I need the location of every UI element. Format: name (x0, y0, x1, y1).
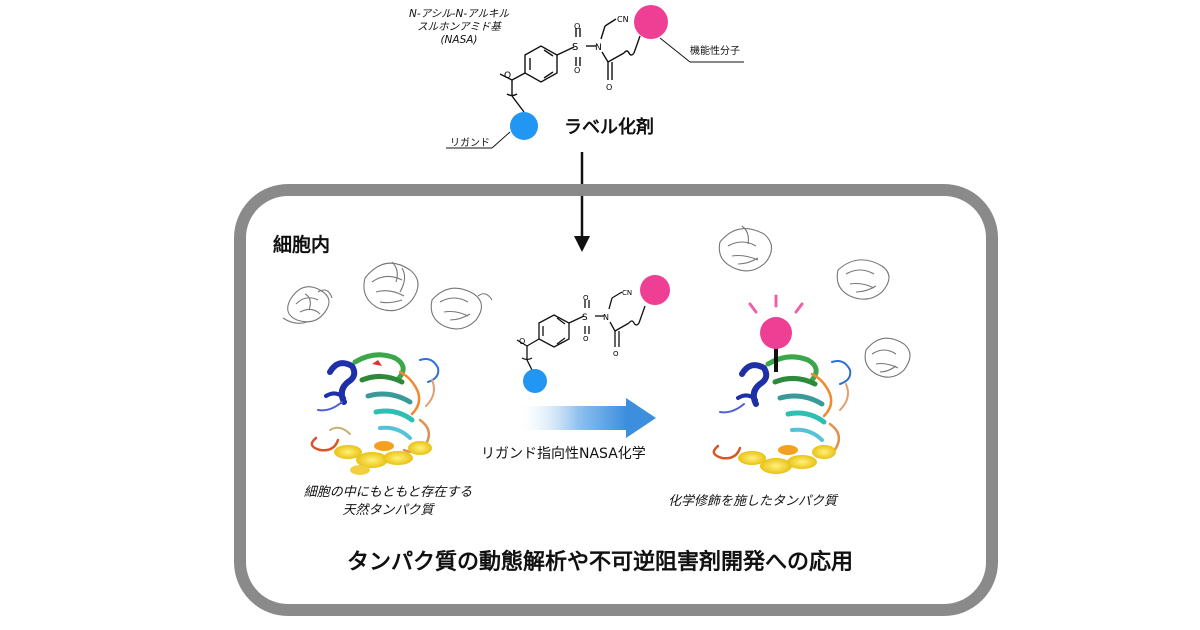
nasa-line-3: (NASA) (440, 34, 478, 46)
cell-frame (234, 184, 998, 616)
sulfur-atom-mid: S (582, 313, 588, 323)
process-arrow (520, 398, 656, 438)
sulfonyl-oxygen-mid-2: O (583, 335, 589, 343)
native-caption-line-1: 細胞の中にもともと存在する (303, 485, 473, 500)
modified-protein (712, 354, 852, 474)
attached-functional-circle (760, 317, 792, 349)
labeling-reagent-label: ラベル化剤 (564, 117, 654, 138)
middle-functional-circle (640, 275, 670, 305)
nitrogen-atom-top: N (595, 43, 602, 53)
cyano-label-top: CN (617, 15, 629, 24)
carbonyl-oxygen-mid: O (613, 350, 619, 358)
functional-molecule-leader (659, 37, 691, 63)
background-protein-4 (718, 225, 773, 272)
middle-ligand-circle (523, 369, 547, 393)
cyano-label-mid: CN (622, 289, 632, 297)
native-caption-line-2: 天然タンパク質 (342, 503, 434, 518)
ligand-label: リガンド (450, 138, 490, 149)
sulfonyl-oxygen-1: O (574, 22, 580, 31)
nasa-line-1: N-アシル-N-アルキル (408, 8, 510, 20)
labeling-reagent-structure (499, 18, 641, 113)
ligand-circle (510, 112, 538, 140)
ligand-leader (491, 131, 511, 149)
functional-molecule-circle (634, 5, 668, 39)
background-protein-6 (864, 337, 911, 378)
sulfonyl-oxygen-2: O (574, 66, 580, 75)
oxygen-atom-mid-left: O (519, 337, 525, 346)
carbonyl-oxygen-top: O (606, 83, 612, 92)
sulfonyl-oxygen-mid-1: O (583, 294, 589, 302)
background-protein-5 (836, 259, 890, 300)
oxygen-atom-top-left: O (504, 71, 511, 81)
process-label: リガンド指向性NASA化学 (481, 446, 646, 462)
nitrogen-atom-mid: N (603, 313, 609, 322)
nasa-group-label: N-アシル-N-アルキル スルホンアミド基 (NASA) (384, 8, 534, 47)
intracellular-label: 細胞内 (273, 234, 331, 256)
sulfur-atom-top: S (572, 42, 578, 53)
native-protein (310, 352, 440, 475)
background-protein-3 (430, 287, 493, 330)
background-protein-1 (282, 286, 333, 324)
background-protein-2 (363, 261, 419, 312)
modified-protein-caption: 化学修飾を施したタンパク質 (668, 494, 838, 509)
native-protein-caption: 細胞の中にもともと存在する 天然タンパク質 (282, 484, 494, 520)
signal-rays (748, 294, 804, 314)
middle-reagent-structure (516, 291, 646, 373)
application-caption: タンパク質の動態解析や不可逆阻害剤開発への応用 (346, 550, 853, 575)
functional-molecule-label: 機能性分子 (690, 46, 740, 57)
nasa-line-2: スルホンアミド基 (417, 21, 501, 33)
